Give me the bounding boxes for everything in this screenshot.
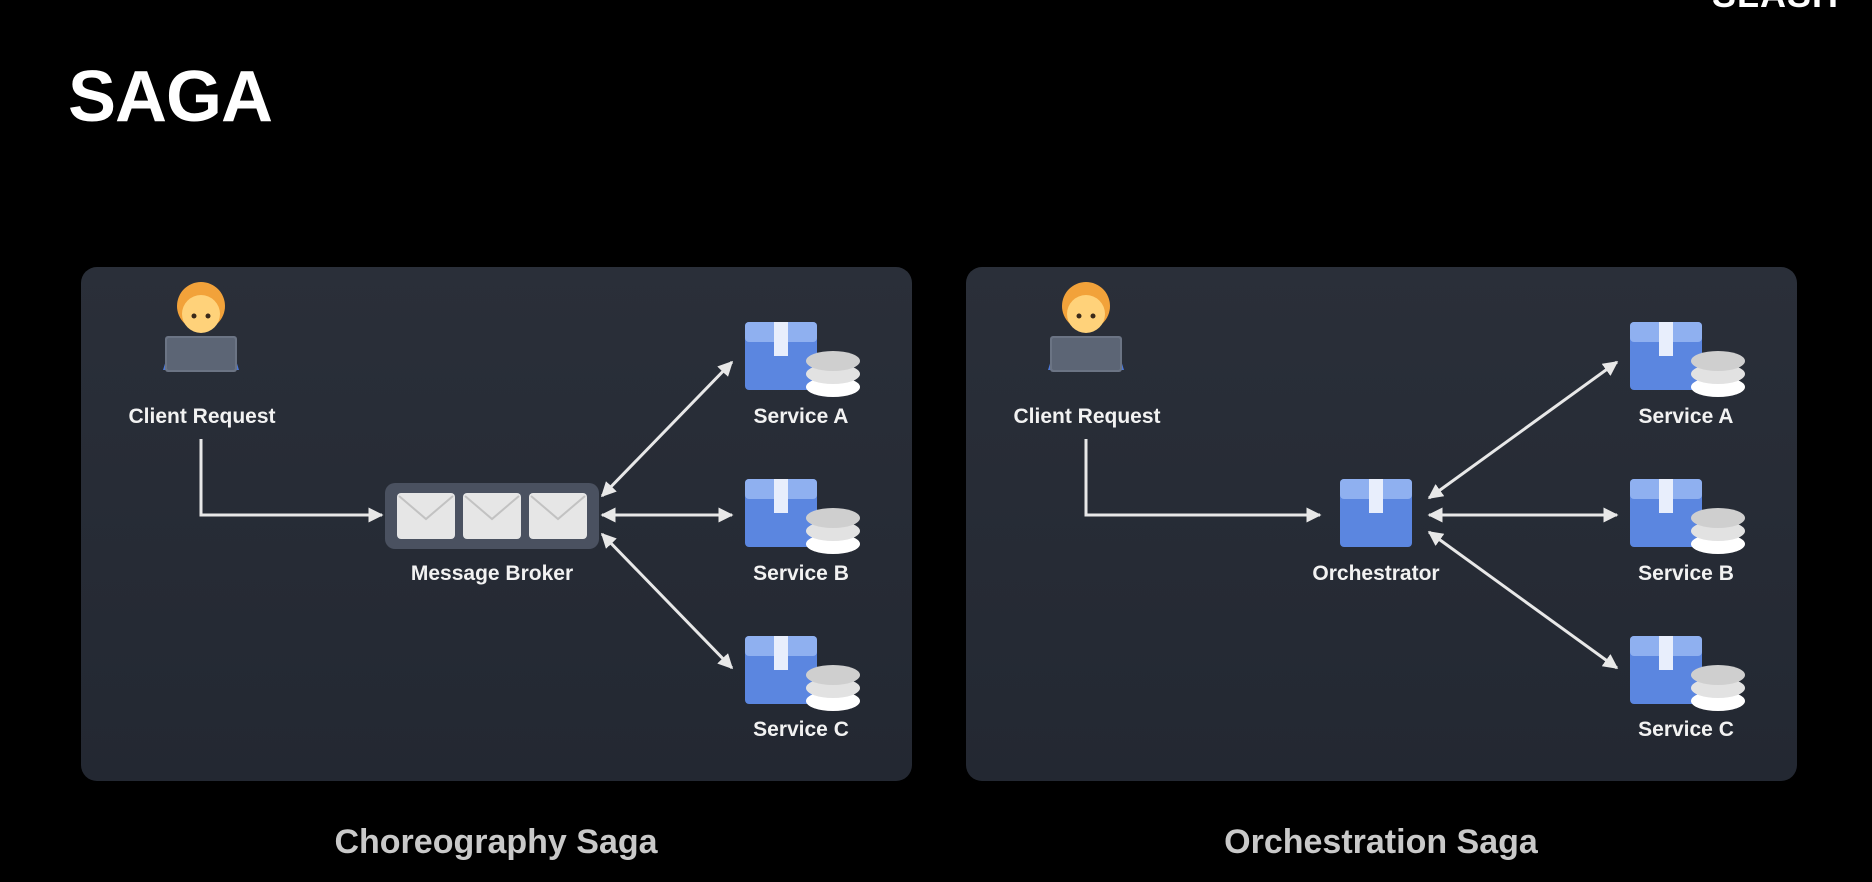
- client-to-orchestrator-arrow: [1084, 439, 1322, 523]
- service-a-label: Service A: [1638, 405, 1734, 428]
- person-laptop-icon: [1048, 282, 1124, 372]
- client-to-broker-arrow: [199, 439, 384, 523]
- orchestration-panel: Client Request Orchestrator Service A Se…: [966, 267, 1797, 781]
- service-b-label: Service B: [1638, 562, 1734, 585]
- client-request-label: Client Request: [1013, 405, 1161, 428]
- client-request-label: Client Request: [128, 405, 276, 428]
- service-c-icon: [1630, 636, 1745, 711]
- orchestrator-service-a-arrow: [1427, 360, 1619, 500]
- orchestrator-label: Orchestrator: [1312, 562, 1440, 585]
- person-laptop-icon: [163, 282, 239, 372]
- service-b-icon: [745, 479, 860, 554]
- service-c-icon: [745, 636, 860, 711]
- service-b-icon: [1630, 479, 1745, 554]
- orchestrator-box-icon: [1340, 479, 1412, 547]
- orchestrator-service-c-arrow: [1427, 530, 1619, 670]
- page-title: SAGA: [68, 57, 273, 137]
- service-c-label: Service C: [753, 718, 849, 741]
- broker-service-a-arrow: [600, 360, 734, 498]
- broker-service-c-arrow: [600, 532, 734, 670]
- choreography-caption: Choreography Saga: [334, 823, 658, 861]
- corner-logo: SLASH: [1712, 0, 1872, 16]
- service-a-icon: [1630, 322, 1745, 397]
- service-c-label: Service C: [1638, 718, 1734, 741]
- message-broker-label: Message Broker: [410, 562, 574, 585]
- service-a-icon: [745, 322, 860, 397]
- envelope-queue-icon: [385, 483, 599, 549]
- choreography-diagram: [163, 282, 860, 711]
- orchestration-diagram: [1048, 282, 1745, 711]
- choreography-panel: Client Request Message Broker Service A …: [81, 267, 912, 781]
- service-b-label: Service B: [753, 562, 849, 585]
- service-a-label: Service A: [753, 405, 849, 428]
- orchestration-caption: Orchestration Saga: [1224, 823, 1538, 861]
